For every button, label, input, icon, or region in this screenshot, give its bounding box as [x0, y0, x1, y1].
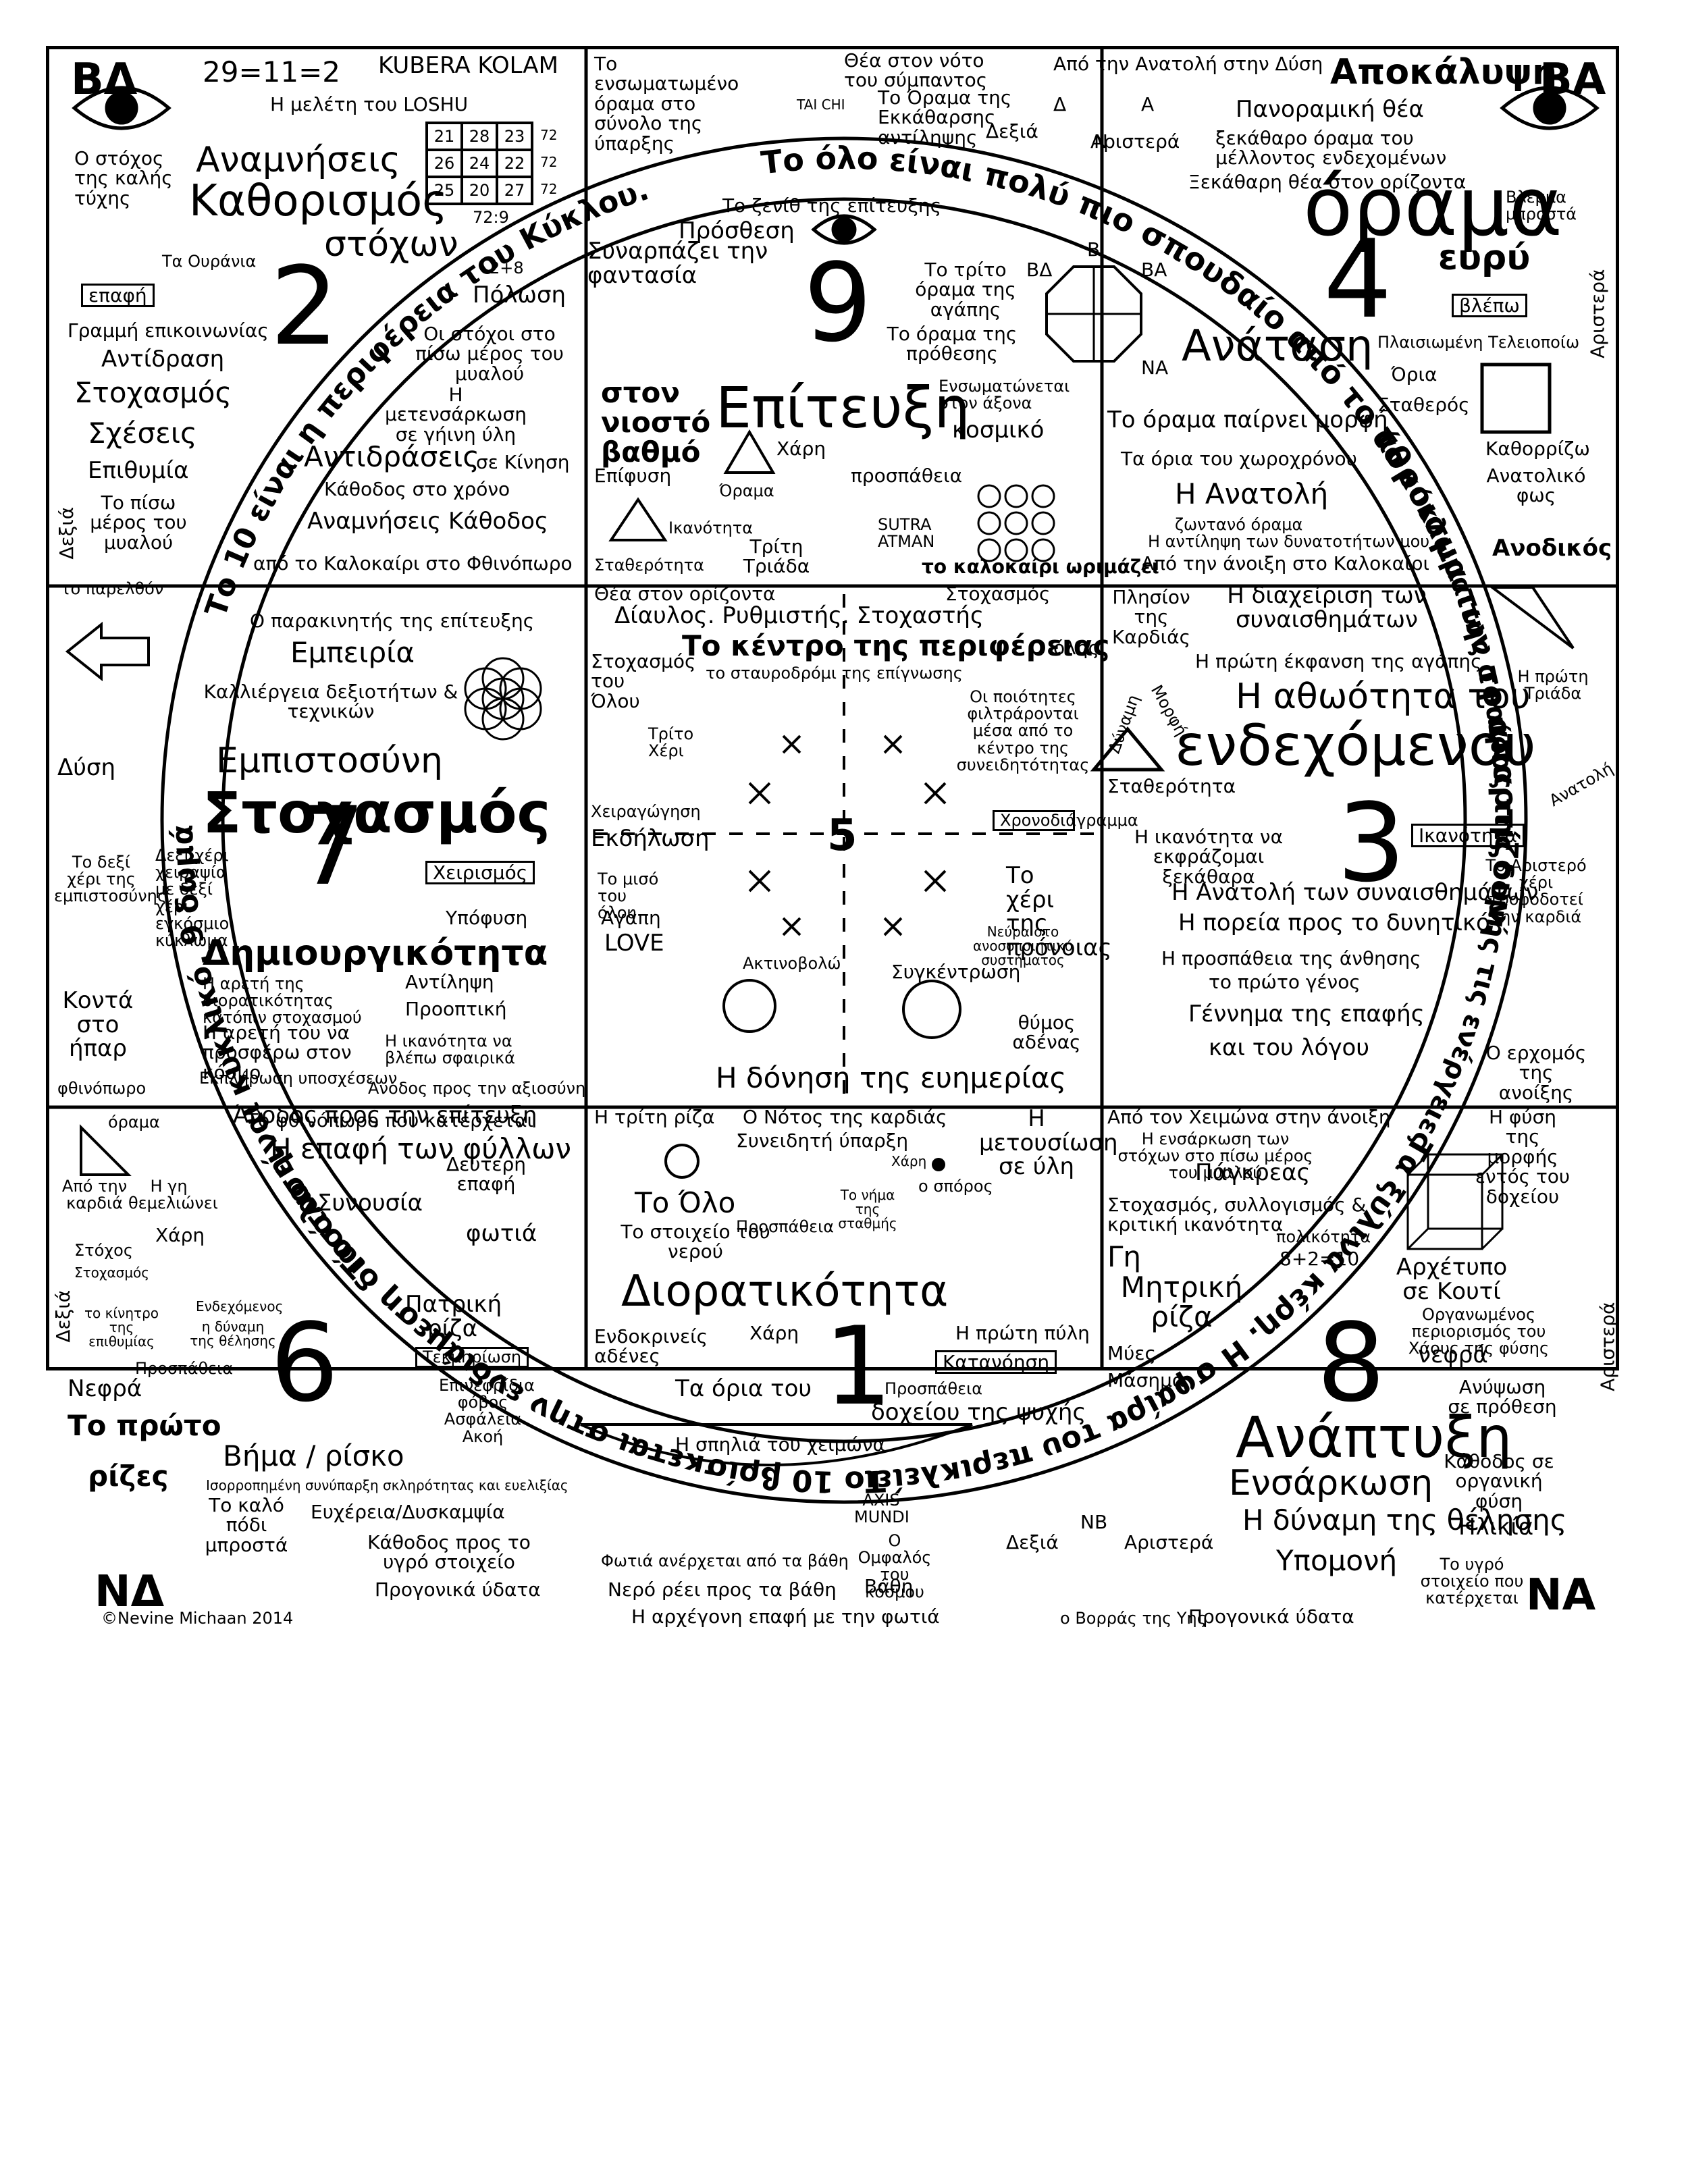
number-5: 5: [827, 811, 858, 861]
number-2: 2: [270, 243, 339, 369]
eye-icon-nw: [72, 86, 172, 130]
number-1: 1: [824, 1303, 893, 1429]
number-4: 4: [1323, 216, 1392, 342]
number-9: 9: [803, 240, 872, 366]
triangle-icon-sw: [80, 1124, 132, 1176]
loshu-total: 72:9: [473, 208, 509, 227]
arrow-left-icon: [65, 621, 150, 682]
kolam-title: KUBERA KOLAM: [378, 52, 558, 79]
corner-se: ΝΑ: [1526, 1570, 1596, 1620]
dot-circle-icon: [902, 980, 961, 1039]
triangle-icon-n1: [723, 429, 776, 474]
corner-ne: ΒΑ: [1539, 55, 1606, 105]
equation: 29=11=2: [203, 55, 340, 88]
number-6: 6: [270, 1300, 339, 1426]
seed-icon: [932, 1158, 945, 1171]
cube-icon: [1406, 1153, 1504, 1250]
number-3: 3: [1337, 780, 1406, 906]
number-8: 8: [1317, 1300, 1386, 1426]
sun-icon: [722, 979, 776, 1033]
outer-circle: [160, 136, 1528, 1504]
eye-icon-ne: [1500, 86, 1600, 130]
bowl-icon: [580, 1423, 973, 1466]
triangle-icon-n2: [608, 497, 668, 541]
octagon-icon: [1045, 265, 1142, 363]
nine-circles-icon: [977, 484, 1055, 562]
whole-circle-icon: [664, 1144, 700, 1179]
flower-icon: [464, 657, 542, 741]
corner-nw: ΒΔ: [71, 55, 138, 105]
diagram-frame: [46, 46, 1619, 1370]
square-icon: [1480, 363, 1552, 434]
number-7: 7: [297, 783, 366, 909]
corner-sw: ΝΔ: [95, 1567, 165, 1617]
triangle-icon-ne: [1488, 586, 1575, 649]
triangle-icon-e: [1090, 726, 1165, 772]
loshu-title: Η μελέτη του LOSHU: [270, 93, 469, 115]
inner-circle: [221, 197, 1467, 1443]
eye-icon-top: [811, 214, 877, 245]
